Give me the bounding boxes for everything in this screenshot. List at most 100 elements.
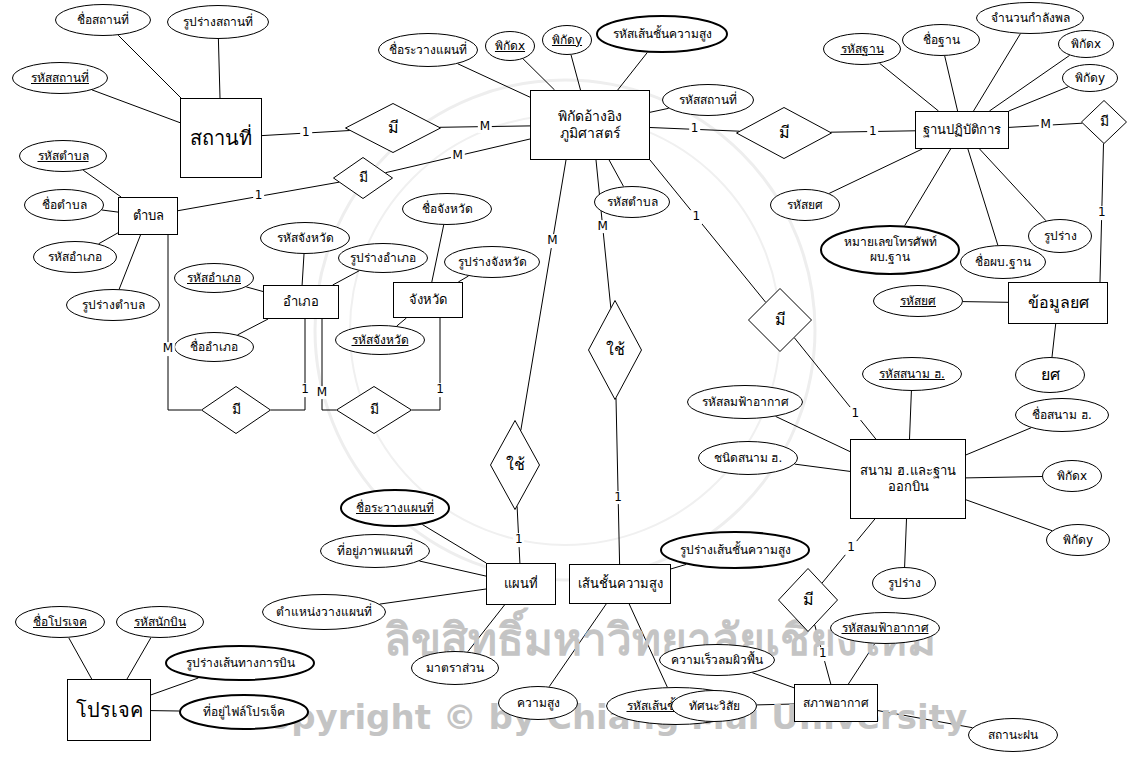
attribute-oval bbox=[486, 32, 535, 61]
attribute-name: ชื่ออำเภอ bbox=[190, 340, 238, 355]
relationship-diamond: มี bbox=[1081, 100, 1127, 144]
connector-line bbox=[302, 254, 304, 285]
attribute-ellipse: รูปร่าง bbox=[1028, 219, 1092, 253]
attribute-name: รหัสลมฟ้าอากาศ bbox=[842, 621, 929, 636]
attribute-ellipse: พิกัดx bbox=[485, 31, 535, 61]
entity-name: เส้นชั้นความสูง bbox=[578, 576, 663, 592]
relationship-name: มี bbox=[803, 590, 814, 610]
cardinality-label: M bbox=[595, 220, 609, 234]
relationship-shape bbox=[589, 301, 642, 400]
attribute-ellipse: รหัสอำเภอ bbox=[33, 241, 117, 273]
connector-line bbox=[99, 233, 118, 244]
attribute-oval bbox=[661, 532, 809, 568]
attribute-name: รหัสอำเภอ bbox=[187, 271, 241, 286]
cardinality-label: M bbox=[478, 120, 492, 134]
attribute-oval bbox=[67, 290, 160, 321]
connector-line bbox=[458, 64, 530, 97]
connector-line bbox=[905, 519, 907, 567]
attribute-name: รูปร่างเส้นทางการบิน bbox=[186, 656, 295, 671]
attribute-oval bbox=[771, 190, 840, 221]
cardinality-label: 1 bbox=[817, 647, 829, 661]
relationship-diamond: ใช้ bbox=[588, 300, 642, 400]
attribute-name: ทัศนะวิสัย bbox=[689, 699, 740, 714]
relationship-name: มี bbox=[1100, 113, 1109, 131]
relationship-name: มี bbox=[370, 401, 379, 419]
attribute-ellipse: ชื่อฐาน bbox=[902, 24, 980, 56]
attribute-name: รหัสฐาน bbox=[841, 42, 884, 57]
entity-rect bbox=[795, 685, 878, 722]
attribute-ellipse: รหัสนักบิน bbox=[116, 606, 204, 638]
attribute-ellipse: รหัสยศ bbox=[770, 189, 840, 221]
attribute-oval bbox=[412, 652, 499, 685]
entity-box: โปรเจค bbox=[67, 679, 151, 741]
attribute-name: พิกัดx bbox=[495, 39, 525, 54]
attribute-name: รูปร่างเส้นชั้นความสูง bbox=[680, 543, 791, 558]
attribute-oval bbox=[1016, 399, 1109, 432]
entity-rect bbox=[531, 91, 650, 160]
attribute-oval bbox=[13, 63, 108, 94]
attribute-name: รหัสเส้นชั้นความสูง bbox=[613, 27, 712, 42]
attribute-ellipse: ชื่อระวางแผนที่ bbox=[378, 33, 478, 67]
attribute-oval bbox=[1016, 358, 1085, 393]
connector-line bbox=[151, 710, 179, 711]
cardinality-label: 1 bbox=[300, 126, 312, 140]
entity-name: สภาพอากาศ bbox=[803, 696, 869, 711]
attribute-ellipse: พิกัดy bbox=[1046, 524, 1110, 556]
attribute-ellipse: รหัสลมฟ้าอากาศ bbox=[687, 385, 803, 419]
attribute-name: ชื่อสนาม ฮ. bbox=[1032, 408, 1092, 423]
relationship-diamond: มี bbox=[201, 386, 271, 434]
entity-rect bbox=[487, 564, 556, 605]
relationship-diamond: ใช้ bbox=[490, 420, 540, 510]
cardinality-label: 1 bbox=[434, 383, 446, 397]
connector-line bbox=[432, 225, 444, 282]
connector-line bbox=[521, 160, 566, 430]
entity-name: จังหวัด bbox=[409, 292, 447, 308]
attribute-name: ชื่อผบ.ฐาน bbox=[975, 255, 1031, 270]
attribute-oval bbox=[688, 386, 803, 419]
attribute-ellipse: พิกัดx bbox=[1042, 460, 1102, 492]
connector-line bbox=[69, 638, 92, 679]
relationship-name: มี bbox=[775, 310, 786, 330]
attribute-oval bbox=[873, 568, 936, 599]
attribute-name: รูปร่างจังหวัด bbox=[458, 255, 527, 270]
attribute-name: รหัสลมฟ้าอากาศ bbox=[702, 395, 789, 410]
attribute-name: รหัสตำบล bbox=[38, 149, 89, 164]
attribute-ellipse: รูปร่างจังหวัด bbox=[444, 246, 540, 278]
attribute-name: ชื่อระวางแผนที่ bbox=[356, 501, 434, 516]
attribute-oval bbox=[263, 595, 386, 630]
entity-rect bbox=[181, 99, 262, 178]
connector-line bbox=[218, 39, 220, 98]
attribute-ellipse: รหัสสถานที่ bbox=[662, 84, 754, 116]
connector-line bbox=[523, 59, 555, 90]
cardinality-label: 1 bbox=[845, 541, 857, 555]
attribute-ellipse: สถานะฝน bbox=[968, 718, 1058, 752]
attribute-name: รูปร่างตำบล bbox=[82, 298, 145, 313]
attribute-oval bbox=[1029, 220, 1092, 253]
attribute-name: ชื่อฐาน bbox=[923, 33, 960, 48]
connector-line bbox=[333, 271, 360, 285]
connector-line bbox=[118, 35, 181, 98]
attribute-name: รหัสจังหวัด bbox=[352, 333, 409, 348]
attribute-oval bbox=[903, 25, 980, 56]
attribute-ellipse: รูปร่างตำบล bbox=[66, 289, 160, 321]
relationship-diamond: มี bbox=[748, 288, 812, 352]
attribute-oval bbox=[672, 691, 757, 722]
relationship-shape bbox=[1082, 101, 1127, 144]
connector-line bbox=[650, 160, 766, 302]
attribute-name: ตำแหน่งวางแผนที่ bbox=[276, 605, 372, 620]
entity-rect bbox=[851, 440, 966, 519]
attribute-name: รหัสยศ bbox=[787, 198, 823, 213]
attribute-oval bbox=[403, 194, 492, 225]
attribute-ellipse: ทัศนะวิสัย bbox=[671, 690, 757, 722]
attribute-ellipse: ชื่ออำเภอ bbox=[174, 332, 254, 362]
relationship-shape bbox=[491, 421, 540, 510]
attribute-oval bbox=[821, 226, 959, 274]
attribute-oval bbox=[341, 490, 449, 526]
attribute-name: ชื่อตำบล bbox=[42, 198, 87, 213]
attribute-ellipse: ยศ bbox=[1015, 357, 1085, 393]
entity-box: สนาม ฮ.และฐาน ออกบิน bbox=[850, 439, 966, 519]
attribute-oval bbox=[969, 719, 1058, 752]
attribute-oval bbox=[175, 333, 254, 362]
connector-line bbox=[974, 34, 1021, 111]
connector-line bbox=[419, 561, 486, 576]
